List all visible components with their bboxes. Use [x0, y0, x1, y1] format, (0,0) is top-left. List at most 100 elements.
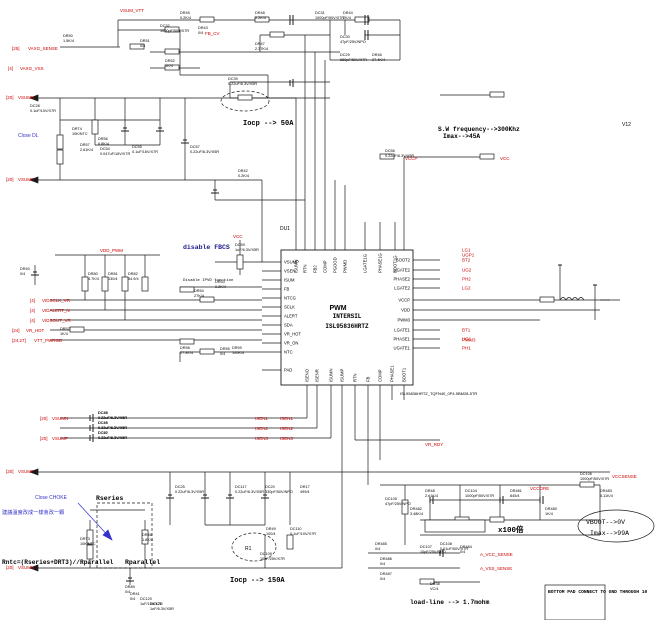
part-value: 130/4 — [108, 277, 118, 281]
part-ref: DR55 — [220, 347, 230, 351]
part-ref: DC31 — [315, 11, 325, 15]
net-label-driver: UG2 — [462, 268, 472, 273]
part-ref: DR48 — [425, 489, 435, 493]
annotation-imax-top: Imax-->45A — [443, 133, 480, 140]
part-value: 1000pF/50V/X7R — [580, 477, 609, 481]
part-value: 0.22uF/6.3V/X5R — [98, 426, 127, 430]
part-ref: DR82 — [128, 272, 138, 276]
ic-pin-left: ALERT — [284, 314, 298, 319]
part-ref: DC57 — [190, 145, 200, 149]
part-value: 499/4 — [300, 490, 310, 494]
net-label-driver: PH2 — [462, 277, 471, 282]
net-label: VSUMP — [18, 469, 34, 474]
net-label: VCC — [233, 234, 243, 239]
part-ref: DR38 — [430, 582, 440, 586]
part-value: 1000pF/50V/X7R — [315, 16, 344, 20]
annotation-close-choke: Close CHOKE — [35, 495, 68, 501]
part-ref: DR52 — [165, 59, 175, 63]
part-value: 0/4 — [198, 31, 203, 35]
part-value: 3.48K/4 — [410, 512, 423, 516]
part-value: 1000pF/50V/X7R — [465, 494, 494, 498]
ic-pin-left: FB — [284, 287, 290, 292]
part-ref: DR59 — [232, 346, 242, 350]
part-ref: DR486 — [380, 557, 392, 561]
ic-pin-top: PWMD — [343, 260, 348, 273]
ic-pin-top: FB2 — [313, 265, 318, 273]
part-value: 1uF/6.3V/X5R — [235, 248, 259, 252]
part-ref: DR485 — [375, 542, 387, 546]
net-label: VSUMP — [18, 177, 34, 182]
net-label-driver: LG1 — [462, 248, 471, 253]
annotation-sw-frequency: S.W frequency-->300Khz — [438, 126, 520, 133]
part-ref: DR41 — [130, 592, 140, 596]
net-label: A_VSS_SENSE — [480, 566, 512, 571]
part-ref: DR17 — [300, 485, 310, 489]
net-label: [20] — [40, 436, 48, 441]
part-ref: DC55 — [132, 145, 142, 149]
part-ref: DC56 — [385, 149, 395, 153]
net-label: VSUMP — [52, 436, 68, 441]
net-label: [20] — [6, 177, 14, 182]
part-ref: DC120 — [140, 597, 152, 601]
part-value: 0.2K/4 — [238, 174, 249, 178]
part-ref: DR46 — [142, 533, 152, 537]
annotation-load-line: load-line --> 1.7mohm — [410, 599, 490, 606]
part-ref: DR481 — [510, 489, 522, 493]
net-label-isen: ISEN3 — [255, 436, 269, 441]
fragment-r1: R1 — [245, 546, 252, 552]
part-value: 4.7K/4 — [88, 277, 99, 281]
part-ref: DC107 — [420, 545, 432, 549]
annotation-vboot: VBOOT-->0V — [586, 519, 625, 526]
part-ref: DC106 — [580, 472, 592, 476]
part-value: 10K/NTC — [80, 542, 96, 546]
part-value: 1K/4 — [545, 512, 553, 516]
ic-pin-right: PWM3 — [397, 318, 410, 323]
net-label-driver: PWM3 — [462, 338, 476, 343]
ic-pin-left: NTCG — [284, 296, 296, 301]
part-ref: DR483 — [600, 489, 612, 493]
part-value: 0/4 — [460, 550, 465, 554]
part-value: 0.22uF/6.3V/X5R — [98, 436, 127, 440]
net-label: VAXG_VSS — [20, 66, 44, 71]
net-label: VIDSCLK_VR — [42, 298, 71, 303]
part-ref: DR46 — [372, 53, 382, 57]
part-ref: DC20 — [265, 485, 275, 489]
ic-part: ISL95836HRTZ — [325, 323, 369, 330]
net-label: VCCORE — [530, 486, 549, 491]
part-value: 330pF/50V/NPO — [265, 490, 293, 494]
part-ref: DC28 — [30, 104, 40, 108]
part-value: 27.4K/4 — [372, 58, 385, 62]
part-value: 6.8K/4 — [98, 142, 109, 146]
ic-pin-bottom: ISUMP — [340, 369, 345, 382]
part-value: 0.01uF/50V/X7R — [440, 547, 468, 551]
ic-pin-left: VR_HOT — [284, 332, 301, 337]
part-ref: DC59 — [235, 243, 245, 247]
part-ref: DR49 — [266, 527, 276, 531]
part-value: 0.1uF/10V/X7R — [30, 109, 56, 113]
ic-pin-right: VDD — [401, 308, 410, 313]
part-value: 0/4 — [140, 44, 145, 48]
net-label: VIDALERT_N — [42, 308, 70, 313]
net-label: VSUM_VTT — [120, 8, 144, 13]
part-value: 10nF/25V/X7R — [260, 557, 285, 561]
part-ref: DC109 — [260, 552, 272, 556]
ic-pin-left: NTC — [284, 350, 293, 355]
net-label: VR_RDY — [425, 442, 443, 447]
part-value: 0.22uF/6.3V/X5R — [98, 416, 127, 420]
net-label: [20] — [6, 95, 14, 100]
ic-pin-left: SCLK — [284, 305, 295, 310]
part-ref: DR81 — [108, 272, 118, 276]
net-label: [20] — [40, 416, 48, 421]
part-value: 47pF/25V/NPO — [385, 502, 411, 506]
part-ref: DR43 — [198, 26, 208, 30]
part-ref: DC49 — [98, 421, 108, 425]
net-label: VSUMN — [18, 95, 34, 100]
ic-pin-right: BOOT2 — [396, 258, 411, 263]
pwm-ic-body — [280, 249, 414, 386]
part-ref: DR45 — [180, 11, 190, 15]
ic-pin-bottom: FB — [366, 376, 371, 382]
part-value: 0.22uF/6.3V/X5R — [385, 154, 414, 158]
ic-pin-bottom: COMP — [378, 369, 383, 382]
net-label: [24] — [12, 328, 20, 333]
annotation-chinese: 建議溫度改成一樣會改一顆 — [2, 508, 65, 516]
